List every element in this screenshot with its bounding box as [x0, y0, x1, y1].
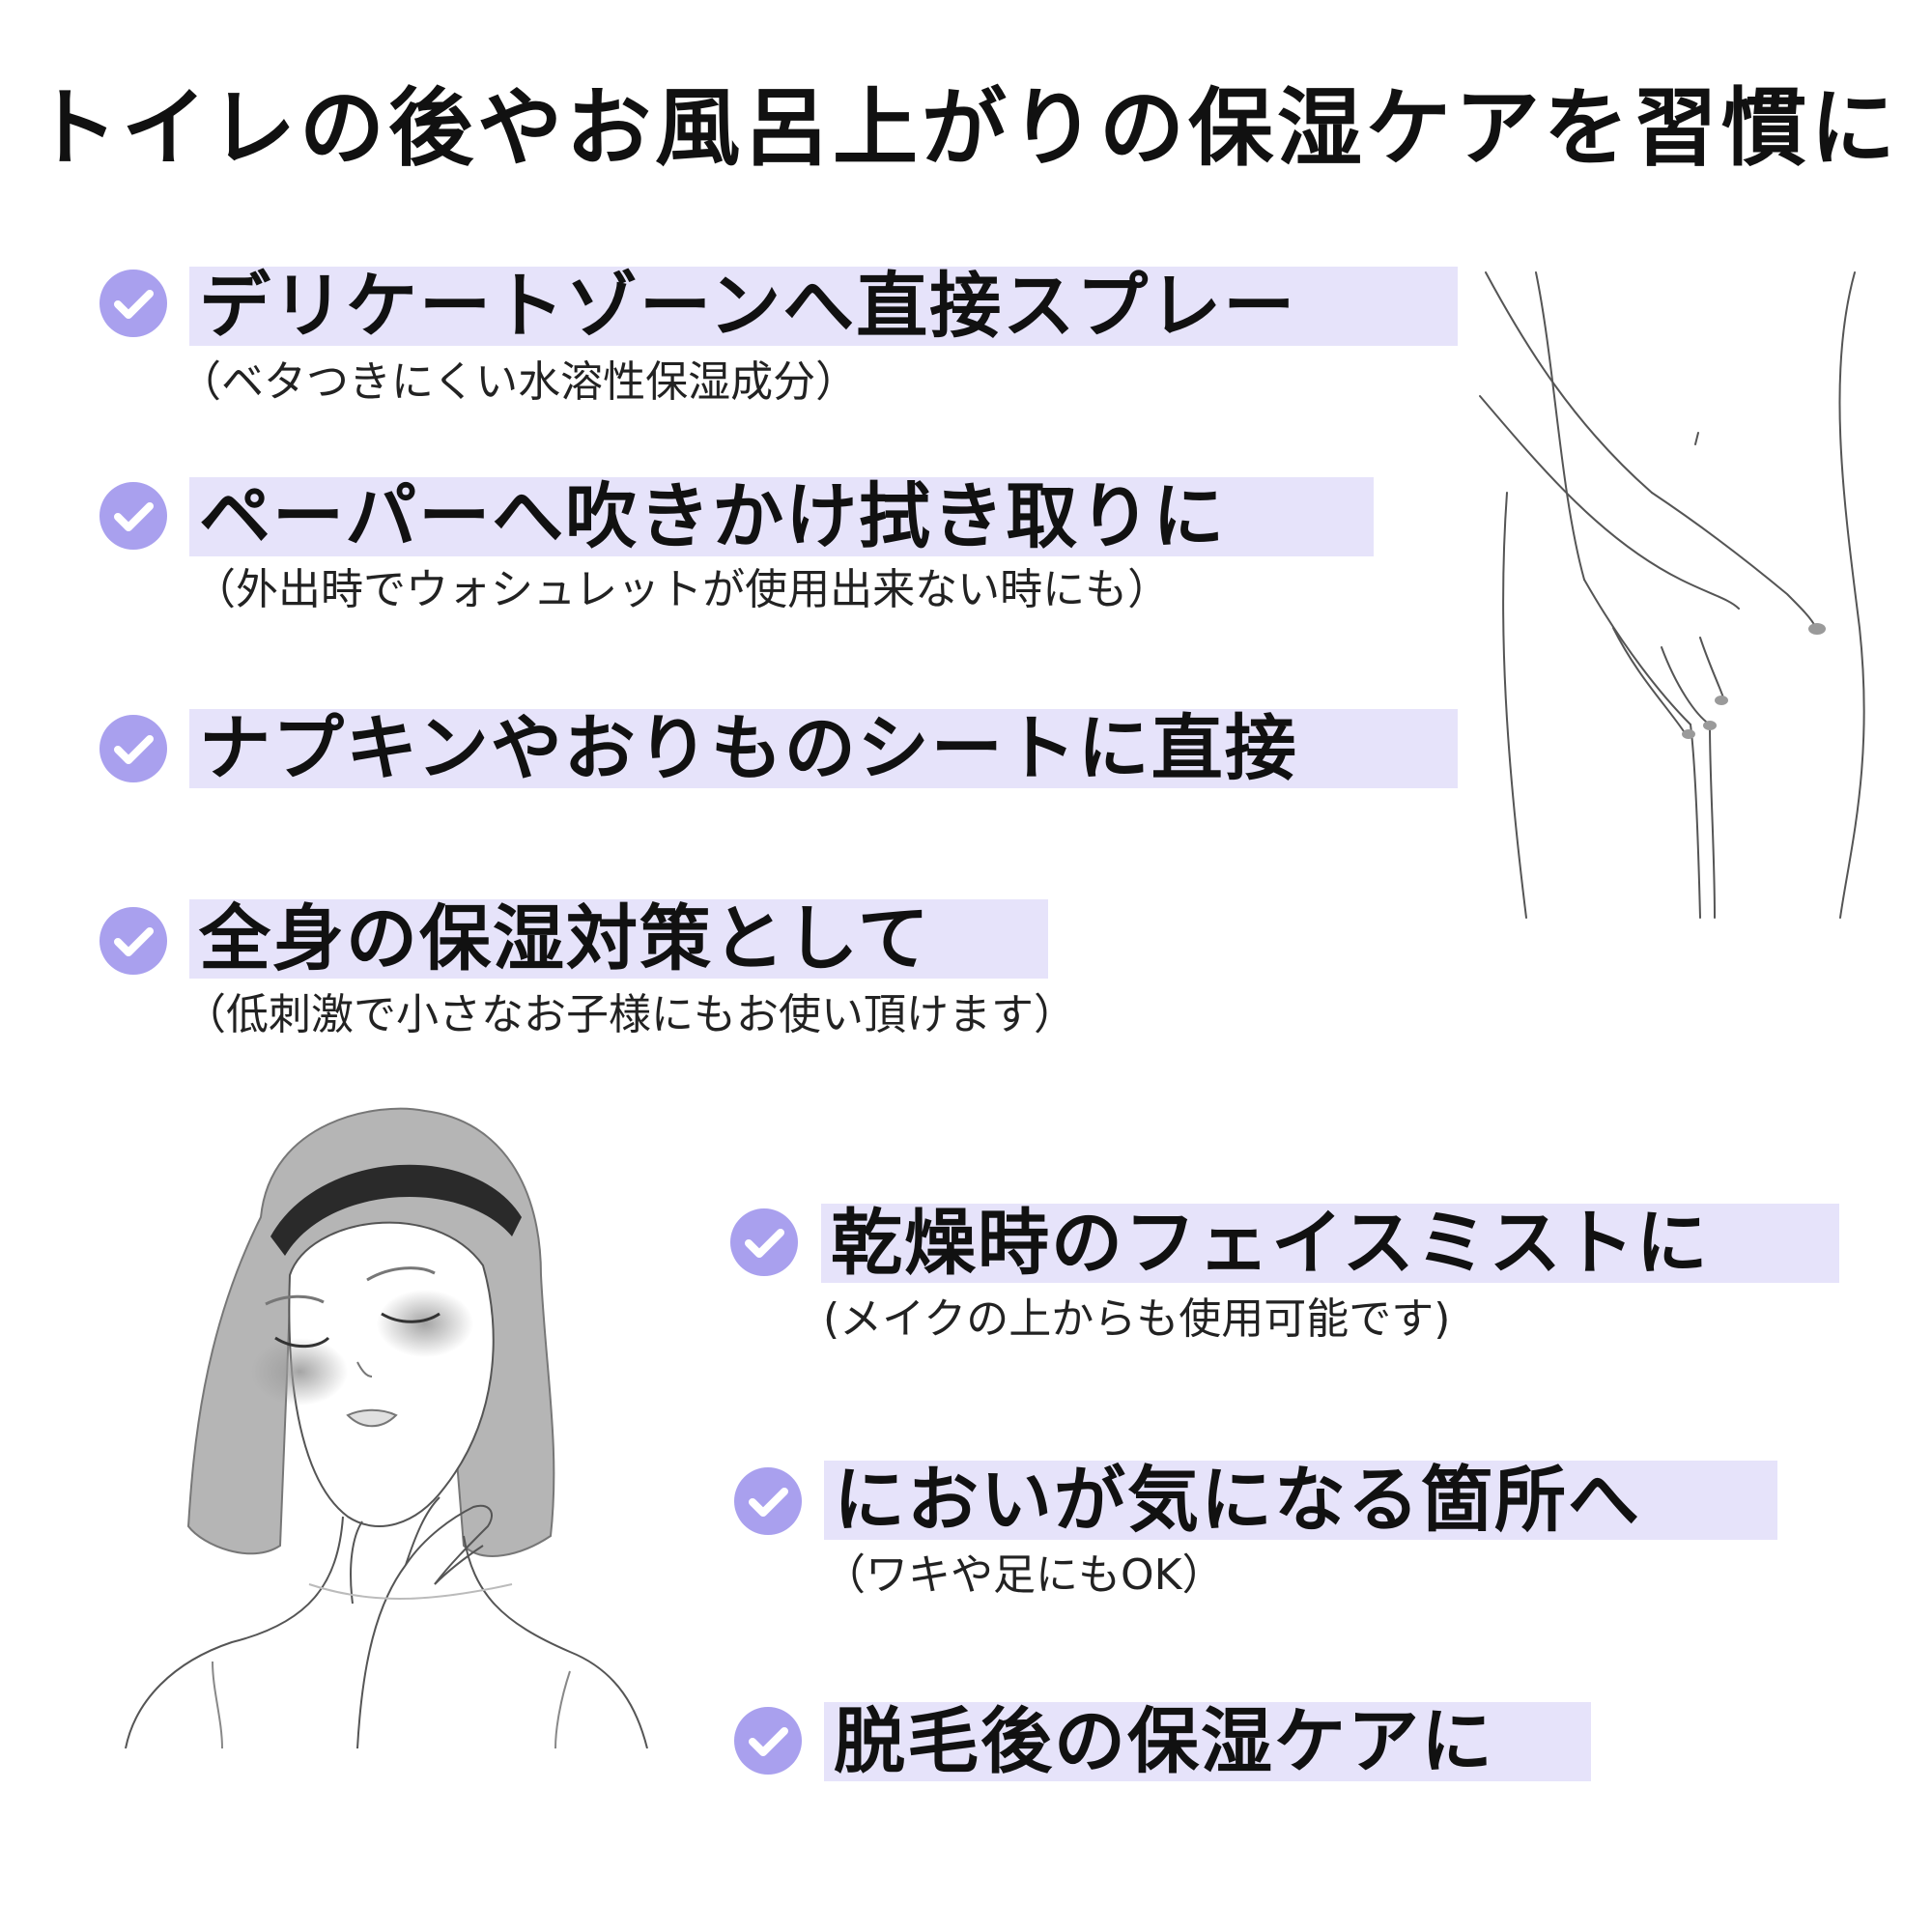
check-circle-icon — [99, 270, 167, 337]
item-heading: 全身の保湿対策として — [189, 899, 1048, 979]
item-heading: デリケートゾーンへ直接スプレー — [189, 267, 1458, 346]
item-heading: においが気になる箇所へ — [824, 1461, 1777, 1540]
item-note: （外出時でウォシュレットが使用出来ない時にも） — [193, 565, 1171, 614]
item-note: (メイクの上からも使用可能です) — [823, 1294, 1451, 1344]
page-title: トイレの後やお風呂上がりの保湿ケアを習慣に — [32, 78, 1899, 178]
item-heading: 乾燥時のフェイスミストに — [821, 1204, 1839, 1283]
check-circle-icon — [99, 482, 167, 550]
check-circle-icon — [99, 907, 167, 975]
item-heading: ペーパーへ吹きかけ拭き取りに — [189, 477, 1374, 556]
check-circle-icon — [734, 1467, 802, 1535]
check-circle-icon — [99, 715, 167, 782]
check-circle-icon — [734, 1707, 802, 1775]
check-circle-icon — [730, 1208, 798, 1276]
body-illustration — [1479, 271, 1865, 919]
item-note: （ベタつきにくい水溶性保湿成分） — [179, 357, 859, 407]
item-heading: ナプキンやおりものシートに直接 — [189, 709, 1458, 788]
item-note: （低刺激で小さなお子様にもお使い頂けます） — [184, 990, 1076, 1039]
item-note: （ワキや足にもOK） — [823, 1550, 1225, 1600]
item-heading: 脱毛後の保湿ケアに — [824, 1702, 1591, 1781]
woman-illustration — [125, 1107, 648, 1748]
